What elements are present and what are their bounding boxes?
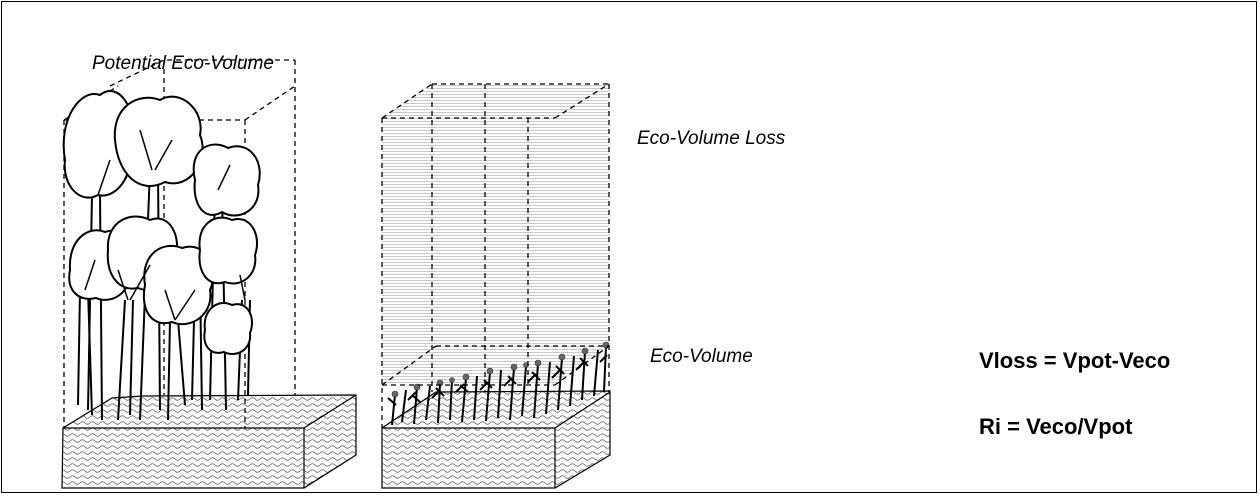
potential-eco-volume-label: Potential Eco-Volume <box>92 53 275 74</box>
grass-crops <box>387 345 608 426</box>
ri-equation: Ri = Veco/Vpot <box>979 414 1133 439</box>
forest-branches <box>84 129 246 321</box>
loss-volume <box>382 84 609 385</box>
forest-box <box>61 59 357 489</box>
vloss-equation: Vloss = Vpot-Veco <box>979 348 1171 373</box>
grass-box <box>381 83 611 489</box>
eco-volume-label: Eco-Volume <box>650 346 753 367</box>
soil-base-left <box>61 394 357 489</box>
eco-volume-loss-label: Eco-Volume Loss <box>637 128 786 149</box>
forest-trees <box>62 90 261 421</box>
grass-box-edges <box>381 83 610 428</box>
